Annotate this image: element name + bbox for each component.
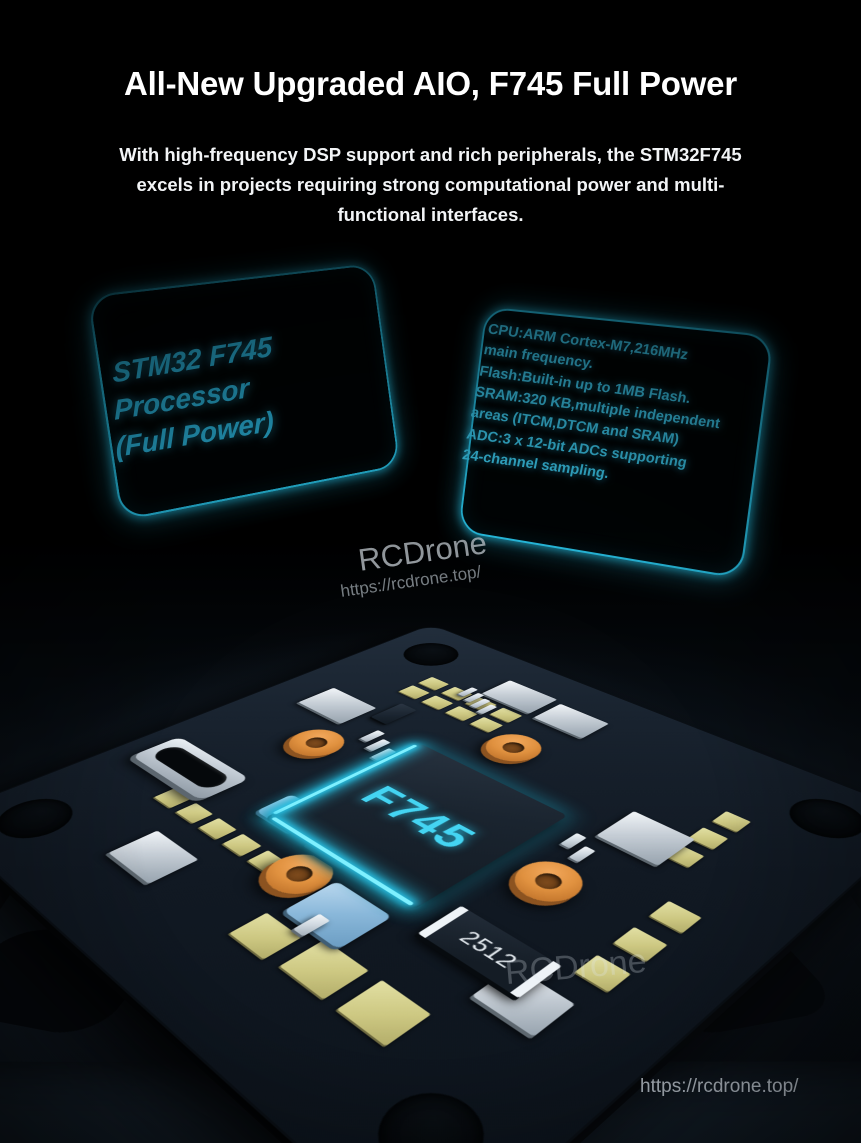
page-title: All-New Upgraded AIO, F745 Full Power [124, 65, 737, 102]
component-dark [302, 828, 373, 870]
capacitor [532, 703, 609, 739]
mounting-hole [0, 791, 86, 847]
page-subtitle: With high-frequency DSP support and rich… [119, 143, 742, 225]
mounting-hole [775, 791, 861, 847]
capacitor-blue [282, 881, 392, 950]
capacitor [297, 687, 376, 724]
mcu-label: F745 [349, 779, 489, 856]
toroid-inductor [473, 728, 553, 768]
smd-component [568, 846, 596, 863]
capacitor [595, 811, 695, 866]
resistor-2512: 2512 [417, 905, 562, 999]
mounting-hole [391, 638, 470, 671]
component-dark [370, 703, 417, 725]
capacitor [107, 830, 198, 884]
specs-callout-panel [458, 306, 774, 580]
toroid-inductor [251, 846, 347, 903]
smd-component [292, 913, 330, 937]
mcu-glow-edge [270, 816, 414, 906]
mounting-hole [356, 1077, 505, 1143]
mcu-chip: F745 [268, 743, 568, 908]
toroid-inductor [500, 853, 596, 911]
resistor-2512-label: 2512 [453, 927, 524, 972]
capacitor [471, 966, 575, 1037]
header-block: All-New Upgraded AIO, F745 Full Power Wi… [0, 64, 861, 230]
usb-c-connector [131, 736, 250, 801]
smd-component [559, 832, 587, 849]
toroid-inductor [277, 724, 356, 763]
